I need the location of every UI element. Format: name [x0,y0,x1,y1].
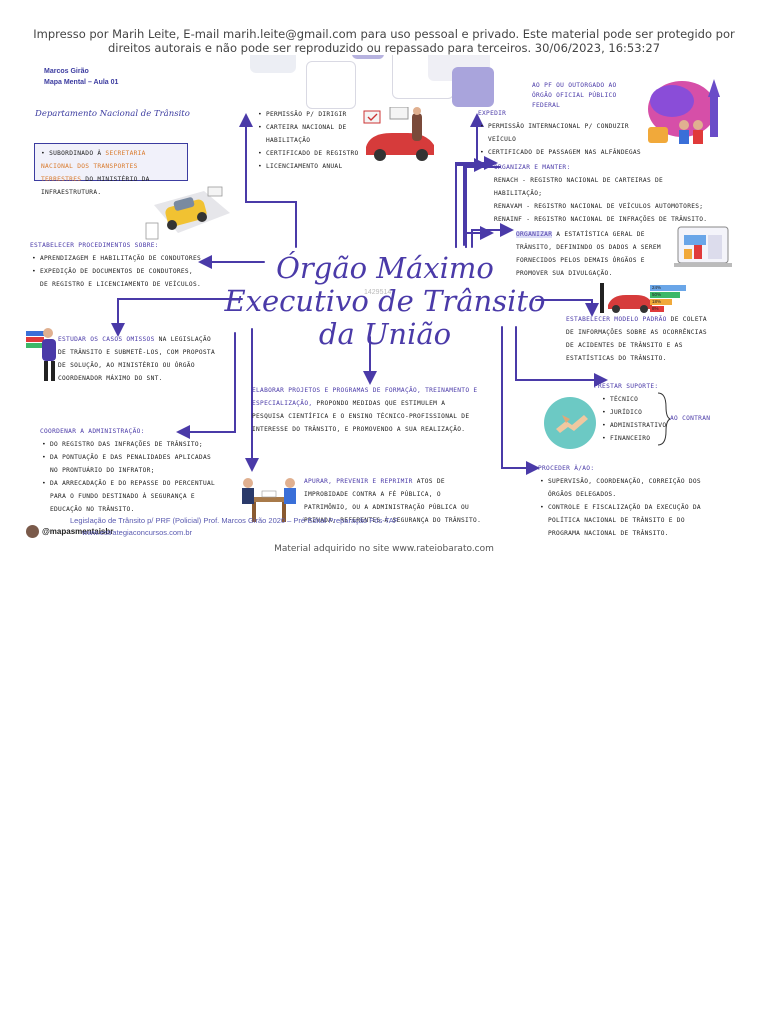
handshake-icon [544,397,596,449]
list-item: Permissão p/ dirigir [258,108,376,121]
estabelecer-modelo-text: de coleta de informações sobre as ocorrê… [566,316,707,362]
expedir-left: Permissão p/ dirigir Carteira Nacional d… [256,108,376,173]
coordenar-block: Coordenar a administração: do Registro d… [40,425,216,516]
bracket-icon [657,392,670,446]
list-item: Expedição de documentos de condutores, d… [32,265,202,291]
elaborar-head: Elaborar projetos e programas de formaçã… [252,387,478,407]
car-document-illustration [145,186,230,240]
estudar-head: Estudar os casos omissos [58,336,155,343]
coordenar-head: Coordenar a administração: [40,428,145,435]
avatar [26,524,39,538]
list-item: da pontuação e das penalidades aplicadas… [42,451,216,477]
list-item: Renavam - Registro Nacional de Veículos … [494,203,704,210]
list-item: Certificado de Registro [258,147,376,160]
apurar-text: atos de improbidade contra a fé pública,… [304,478,482,524]
organizar-head: Organizar [516,231,553,238]
estabelecer-modelo-block: Estabelecer modelo padrão de coleta de i… [566,313,716,365]
list-item: Controle e fiscalização da execução da P… [540,501,718,540]
title-line: Executivo de Trânsito [224,284,546,318]
organizar-block: Organizar a estatística geral de trânsit… [516,228,678,280]
organizar-text: a estatística geral de trânsito, definin… [516,231,661,277]
list-item: Renach - Registro Nacional de Carteiras … [494,177,664,197]
background-shape [452,67,494,107]
elaborar-text: propondo medidas que estimulem a pesquis… [252,400,470,433]
mind-map: Marcos Girão Mapa Mental – Aula 01 Depar… [20,55,748,540]
driver-car-illustration [363,107,434,161]
expedir-right: Expedir Permissão internacional p/ condu… [478,107,656,159]
list-item: Técnico [602,393,684,406]
statistics-screen-illustration [674,226,732,267]
proceder-head: Proceder à/ao: [538,465,595,472]
travel-illustration [648,79,720,144]
instagram-handle: @mapasmentaisbr [42,526,114,536]
apurar-head: Apurar, prevenir e reprimir [304,478,413,485]
title-line: da União [318,317,452,351]
author-name: Marcos Girão [44,68,89,75]
list-item: Licenciamento anual [258,160,376,173]
watermark: 1429514 [364,289,392,296]
top-note-line: órgão oficial público federal [532,92,617,109]
top-note: Ao PF ou outorgado ao órgão oficial públ… [532,81,642,111]
subordinado-suffix: do Ministério da Infraestrutura. [41,176,150,196]
chart-legend-item: 50% [652,292,662,297]
list-item: Supervisão, coordenação, correição dos ó… [540,475,718,501]
list-item: Permissão internacional p/ conduzir veíc… [480,120,656,146]
title-line: Órgão Máximo [276,251,494,285]
apurar-block: Apurar, prevenir e reprimir atos de impr… [304,475,482,527]
author-subtitle: Mapa Mental – Aula 01 [44,79,119,86]
footer-notice: Material adquirido no site www.rateiobar… [274,544,494,554]
estabelecer-proc-head: Estabelecer procedimentos sobre: [30,242,159,249]
student-books-illustration [26,328,56,381]
top-note-line: Ao PF ou outorgado ao [532,82,617,89]
expedir-head: Expedir [478,110,507,117]
list-item: Financeiro [602,432,684,445]
background-shape [250,55,296,73]
list-item: Certificado de passagem nas alfândegas [480,146,656,159]
proceder-block: Proceder à/ao: Supervisão, coordenação, … [538,462,718,540]
organizar-manter: Organizar e Manter: Renach - Registro Na… [494,161,714,226]
estabelecer-modelo-head: Estabelecer modelo padrão [566,316,667,323]
list-item: do Registro das Infrações de Trânsito; [42,438,216,451]
office-desk-illustration [242,478,296,522]
subordinado-highlight: Secretaria Nacional dos Transportes Terr… [41,150,146,183]
header-notice: Impresso por Marih Leite, E-mail marih.l… [33,27,735,55]
chart-legend-item: 24% [652,285,662,290]
accident-chart-illustration [600,283,686,313]
prestar-suporte-note: ao Contran [670,415,711,422]
list-item: Aprendizagem e habilitação de condutores [32,252,202,265]
list-item: Renainf - Registro Nacional de Infrações… [494,216,708,223]
estabelecer-procedimentos: Estabelecer procedimentos sobre: Aprendi… [30,239,202,291]
bottom-strip: Legislação de Trânsito p/ PRF (Policial)… [70,516,399,525]
estudar-block: Estudar os casos omissos na legislação d… [58,333,218,385]
chart-legend-item: 8% [652,306,659,311]
list-item: Jurídico [602,406,684,419]
chart-legend: 24% 50% 18% 8% [652,284,661,312]
author-block: Marcos Girão Mapa Mental – Aula 01 [44,66,118,88]
prestar-suporte: Prestar suporte: Técnico Jurídico Admini… [594,380,684,445]
elaborar-block: Elaborar projetos e programas de formaçã… [252,384,478,436]
site-link[interactable]: www.estrategiaconcursos.com.br [82,528,193,537]
list-item: da arrecadação e do repasse do percentua… [42,477,216,516]
organizar-manter-head: Organizar e Manter: [494,164,571,171]
list-item: Carteira Nacional de Habilitação [258,121,376,147]
map-title: Órgão Máximo Executivo de Trânsito da Un… [210,252,560,351]
instagram-block: @mapasmentaisbr [26,523,113,539]
department-label: Departamento Nacional de Trânsito [35,109,190,119]
subordinado-prefix: Subordinado à [49,150,102,157]
prestar-suporte-head: Prestar suporte: [594,383,659,390]
background-shape [352,55,384,59]
subordinado-box: • Subordinado à Secretaria Nacional dos … [34,143,188,196]
chart-legend-item: 18% [652,299,662,304]
estudar-text: na legislação de trânsito e submetê-los,… [58,336,215,382]
list-item: Administrativo [602,419,684,432]
connector-arrows [111,113,608,475]
